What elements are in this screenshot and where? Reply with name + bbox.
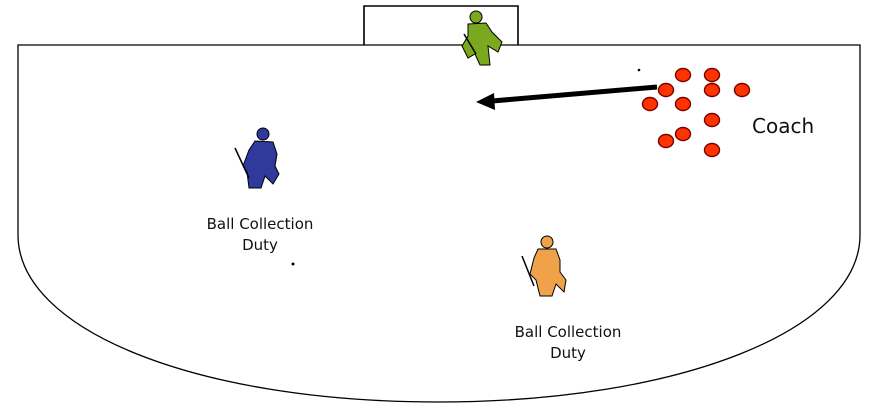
right-duty-line1: Ball Collection <box>514 323 622 341</box>
right-duty-line2: Duty <box>550 344 586 362</box>
coach-label: Coach <box>752 114 815 138</box>
ball <box>733 82 751 98</box>
goalkeeper-blue-icon <box>234 127 280 189</box>
left-duty-line1: Ball Collection <box>206 215 314 233</box>
left-ball-collection-label: Ball Collection Duty <box>180 214 340 256</box>
ball <box>674 67 692 83</box>
ball <box>657 82 675 98</box>
ball <box>703 82 721 98</box>
small-dot <box>637 68 641 72</box>
ball <box>641 96 659 112</box>
goalkeeper-green-icon <box>461 10 503 66</box>
ball-pile <box>641 67 751 158</box>
ball <box>657 133 675 149</box>
left-duty-line2: Duty <box>242 236 278 254</box>
ball <box>703 142 721 158</box>
pitch-circle-outline <box>17 44 861 403</box>
right-ball-collection-label: Ball Collection Duty <box>488 322 648 364</box>
ball <box>674 96 692 112</box>
small-dot <box>291 262 295 266</box>
goalkeeper-orange-icon <box>521 235 567 297</box>
ball <box>674 126 692 142</box>
ball <box>703 67 721 83</box>
shot-arrow <box>476 84 658 110</box>
ball <box>703 112 721 128</box>
goal <box>363 5 519 45</box>
